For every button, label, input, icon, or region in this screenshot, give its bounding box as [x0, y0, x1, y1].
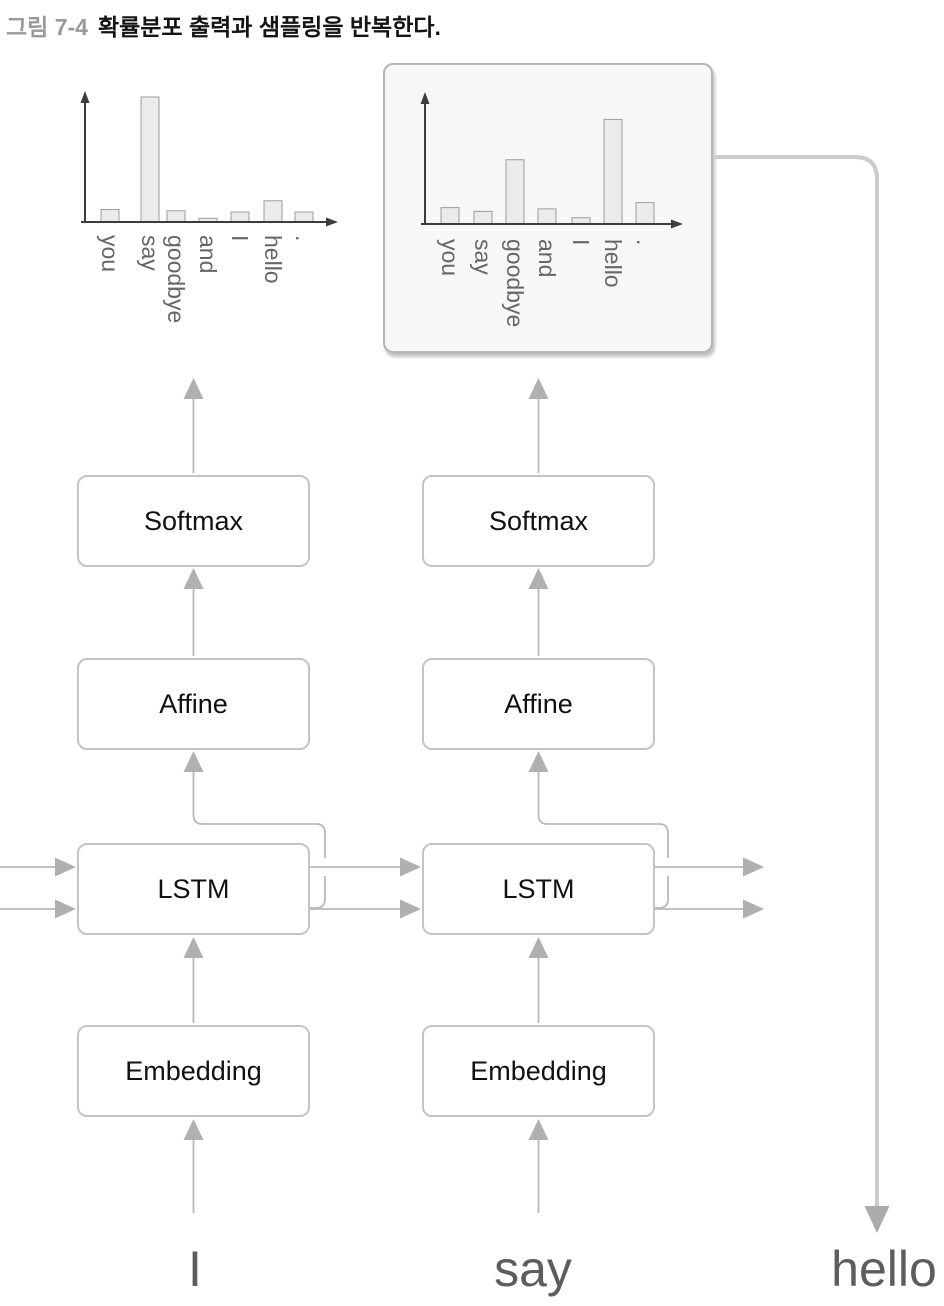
arrowhead-lstm-to-affine-t2 — [528, 751, 549, 772]
arrowhead-softmax-to-chart-t1 — [183, 378, 204, 399]
bar-label-you: you — [97, 235, 123, 272]
figure-title: 그림 7-4 확률분포 출력과 샘플링을 반복한다. — [6, 8, 441, 42]
arrowhead-affine-to-softmax-t2 — [528, 568, 549, 589]
bar-. — [294, 211, 314, 223]
input-word-t2: say — [494, 1241, 572, 1297]
bar-label-and: and — [195, 235, 221, 273]
lstm-box-t1: LSTM — [77, 843, 310, 935]
bar-you — [100, 209, 120, 223]
bar-hello — [263, 200, 283, 223]
softmax-box-t1: Softmax — [77, 475, 310, 567]
sampled-distribution-highlight-box — [383, 63, 713, 353]
affine-box-t2: Affine — [422, 658, 655, 750]
state-arrowhead-out-1 — [743, 899, 764, 919]
bar-I — [230, 211, 250, 223]
bar-goodbye — [166, 210, 186, 223]
sampling-arrow-shaft — [713, 155, 879, 1206]
state-arrowhead-in-1 — [55, 899, 76, 919]
state-arrowhead-mid-1 — [400, 899, 421, 919]
state-arrowhead-in-0 — [55, 857, 76, 877]
arrowhead-embedding-to-lstm-t1 — [183, 937, 204, 958]
bar-label-hello: hello — [260, 235, 286, 284]
figure-caption: 확률분포 출력과 샘플링을 반복한다. — [97, 14, 441, 40]
output-word-hello: hello — [831, 1241, 937, 1297]
arrowhead-input-to-embedding-t1 — [183, 1119, 204, 1140]
softmax-box-t2: Softmax — [422, 475, 655, 567]
x-axis-arrowhead — [326, 217, 338, 227]
bar-and — [198, 217, 218, 223]
arrowhead-affine-to-softmax-t1 — [183, 568, 204, 589]
arrowhead-softmax-to-chart-t2 — [528, 378, 549, 399]
y-axis-arrowhead — [80, 91, 90, 103]
state-arrowhead-out-0 — [743, 857, 764, 877]
sampling-arrowhead — [864, 1206, 890, 1233]
lstm-box-t2: LSTM — [422, 843, 655, 935]
affine-box-t1: Affine — [77, 658, 310, 750]
arrowhead-input-to-embedding-t2 — [528, 1119, 549, 1140]
bar-label-.: . — [291, 235, 317, 241]
bar-label-I: I — [227, 235, 253, 241]
input-word-t1: I — [188, 1241, 202, 1297]
bar-label-goodbye: goodbye — [163, 235, 189, 323]
bar-label-say: say — [137, 235, 163, 271]
arrowhead-embedding-to-lstm-t2 — [528, 937, 549, 958]
embedding-box-t2: Embedding — [422, 1025, 655, 1117]
bar-say — [140, 96, 160, 223]
state-arrowhead-mid-0 — [400, 857, 421, 877]
sampling-arrow — [713, 155, 890, 1233]
figure-number-label: 그림 7-4 — [6, 14, 88, 40]
arrowhead-lstm-to-affine-t1 — [183, 751, 204, 772]
embedding-box-t1: Embedding — [77, 1025, 310, 1117]
